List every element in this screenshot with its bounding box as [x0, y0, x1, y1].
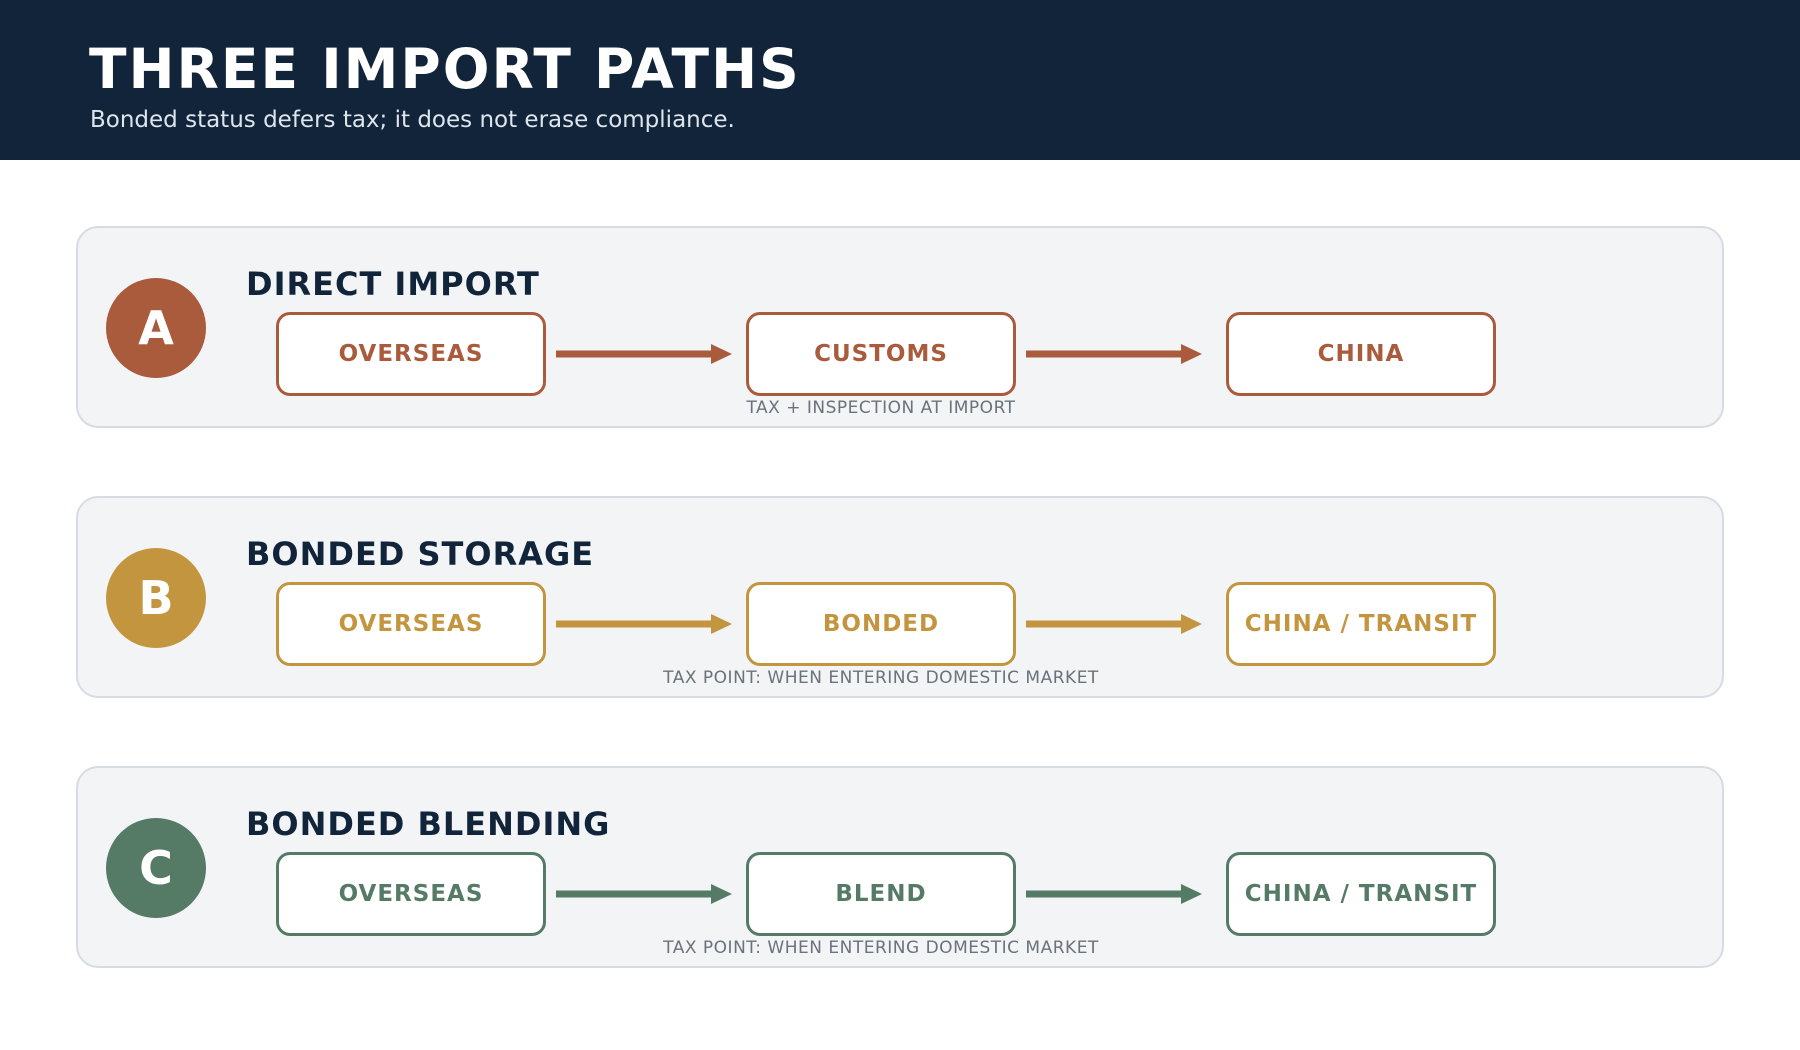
step-blend: BLEND [746, 852, 1016, 936]
step-customs: CUSTOMS [746, 312, 1016, 396]
step-bonded: BONDED [746, 582, 1016, 666]
header-banner: THREE IMPORT PATHS Bonded status defers … [0, 0, 1800, 160]
path-panel-c: C BONDED BLENDING OVERSEAS BLEND CHINA /… [76, 766, 1724, 968]
tax-note-a: TAX + INSPECTION AT IMPORT [746, 398, 1016, 418]
tax-note-b: TAX POINT: WHEN ENTERING DOMESTIC MARKET [663, 668, 1099, 688]
path-badge-c: C [106, 818, 206, 918]
step-overseas: OVERSEAS [276, 312, 546, 396]
path-title-b: BONDED STORAGE [246, 535, 595, 573]
path-badge-b: B [106, 548, 206, 648]
step-china: CHINA [1226, 312, 1496, 396]
path-title-a: DIRECT IMPORT [246, 265, 540, 303]
tax-note-c: TAX POINT: WHEN ENTERING DOMESTIC MARKET [663, 938, 1099, 958]
flow-arrow-2 [1026, 884, 1202, 904]
flow-arrow-1 [556, 344, 732, 364]
path-panel-b: B BONDED STORAGE OVERSEAS BONDED CHINA /… [76, 496, 1724, 698]
path-panel-a: A DIRECT IMPORT OVERSEAS CUSTOMS CHINA T… [76, 226, 1724, 428]
flow-arrow-2 [1026, 614, 1202, 634]
flow-arrow-1 [556, 614, 732, 634]
flow-arrow-1 [556, 884, 732, 904]
page-subtitle: Bonded status defers tax; it does not er… [90, 107, 735, 133]
step-china-transit: CHINA / TRANSIT [1226, 582, 1496, 666]
step-overseas: OVERSEAS [276, 582, 546, 666]
path-title-c: BONDED BLENDING [246, 805, 611, 843]
path-badge-a: A [106, 278, 206, 378]
step-china-transit: CHINA / TRANSIT [1226, 852, 1496, 936]
flow-arrow-2 [1026, 344, 1202, 364]
page-title: THREE IMPORT PATHS [89, 37, 801, 101]
step-overseas: OVERSEAS [276, 852, 546, 936]
